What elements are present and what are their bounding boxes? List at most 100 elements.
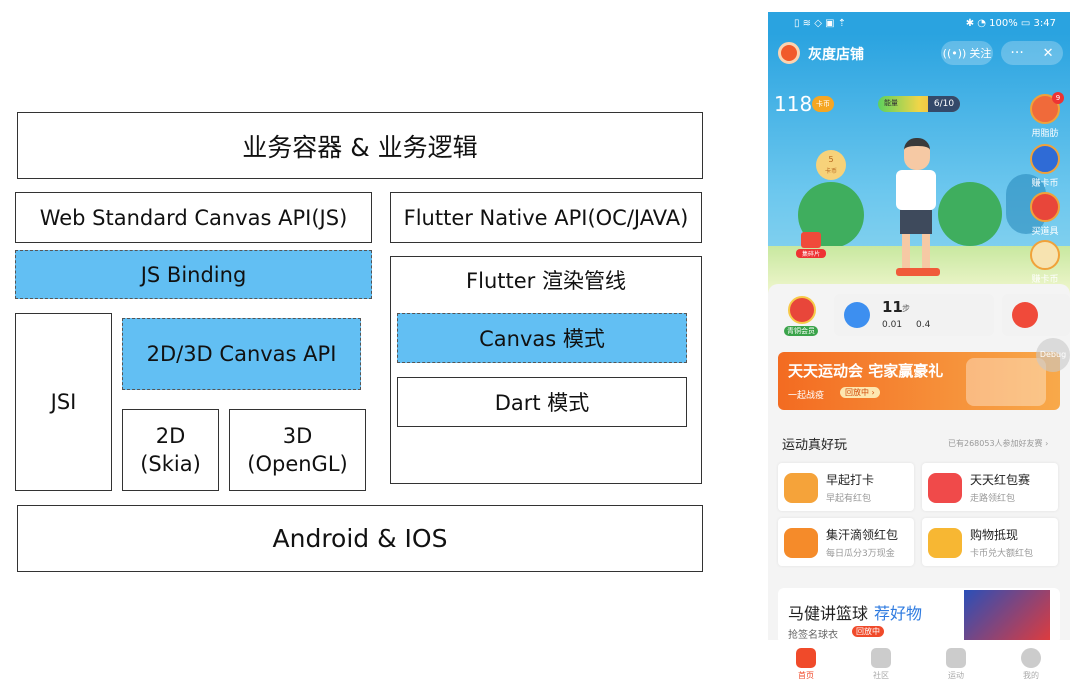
promo-subtitle: 一起战疫 bbox=[788, 391, 825, 401]
pending-coin-num: 5 bbox=[828, 155, 834, 164]
bottom-nav bbox=[768, 640, 1070, 684]
close-icon[interactable]: ✕ bbox=[1042, 45, 1054, 61]
nav-sport[interactable]: 运动 bbox=[926, 644, 986, 681]
skia-label-1: 2D bbox=[155, 424, 186, 448]
nav-mine-label: 我的 bbox=[1023, 671, 1039, 680]
steps-unit: 步 bbox=[902, 304, 910, 313]
game-card-daily-redpacket[interactable]: 天天红包赛 走路领红包 bbox=[922, 463, 1058, 511]
member-label: 青铜会员 bbox=[784, 326, 818, 336]
opengl-label-2: (OpenGL) bbox=[247, 452, 348, 476]
dart-mode-box: Dart 模式 bbox=[397, 377, 687, 427]
game-title: 早起打卡 bbox=[826, 473, 875, 487]
fat-burn-badge: 9 bbox=[1052, 92, 1064, 104]
business-layer-box: 业务容器 & 业务逻辑 bbox=[17, 112, 703, 179]
dart-mode-label: Dart 模式 bbox=[494, 391, 590, 415]
red-packet-icon bbox=[928, 473, 962, 503]
earn-coin-icon[interactable] bbox=[1030, 144, 1060, 174]
section-extra-link[interactable]: 已有268053人参加好友赛 › bbox=[948, 439, 1049, 448]
opengl-label-1: 3D bbox=[282, 424, 313, 448]
game-title: 集汗滴领红包 bbox=[826, 528, 899, 542]
sweat-bag-icon bbox=[784, 528, 818, 558]
follow-label: 关注 bbox=[969, 47, 992, 60]
skia-label-2: (Skia) bbox=[140, 452, 201, 476]
heart-icon bbox=[946, 648, 966, 668]
promo-tag[interactable]: 回放中 › bbox=[840, 387, 880, 398]
more-icon[interactable]: ··· bbox=[1010, 45, 1024, 61]
shop-items-icon[interactable] bbox=[1030, 192, 1060, 222]
home-icon bbox=[796, 648, 816, 668]
basketball-banner[interactable]: 马健讲篮球 荐好物 抢签名球衣 回放中 bbox=[778, 588, 1060, 644]
banner-title: 马健讲篮球 bbox=[788, 604, 869, 623]
side-label-2[interactable]: 买道具 bbox=[1031, 227, 1059, 237]
nav-community-label: 社区 bbox=[873, 671, 889, 680]
game-card-sweat-redpacket[interactable]: 集汗滴领红包 每日瓜分3万现金 bbox=[778, 518, 914, 566]
steps-count: 11 bbox=[882, 298, 903, 316]
game-title: 天天红包赛 bbox=[970, 473, 1031, 487]
hero-area: 灰度店铺 ((•)) 关注 ··· ✕ 118 卡币 能量 6/10 bbox=[768, 34, 1070, 296]
promo-banner[interactable]: 天天运动会 宅家赢豪礼 一起战疫 回放中 › bbox=[778, 352, 1060, 410]
debug-button[interactable]: Debug bbox=[1036, 338, 1070, 372]
treadmill-icon bbox=[966, 358, 1046, 406]
banner-tag[interactable]: 回放中 bbox=[852, 626, 884, 637]
energy-label: 能量 bbox=[884, 99, 898, 107]
shop-logo-icon[interactable] bbox=[778, 42, 800, 64]
game-card-early-checkin[interactable]: 早起打卡 早起有红包 bbox=[778, 463, 914, 511]
canvas-mode-label: Canvas 模式 bbox=[479, 327, 605, 351]
character-avatar[interactable] bbox=[892, 138, 940, 278]
phone-screen: ▯ ≋ ◇ ▣ ⇡ ✱ ◔ 100% ▭ 3:47 灰度店铺 ((•)) 关注 … bbox=[768, 12, 1070, 684]
tree-right-icon bbox=[938, 182, 1002, 246]
user-icon bbox=[1021, 648, 1041, 668]
gift-icon bbox=[801, 232, 821, 248]
business-layer-label: 业务容器 & 业务逻辑 bbox=[242, 132, 478, 162]
steps-kcal: 0.4 bbox=[916, 320, 931, 330]
nav-sport-label: 运动 bbox=[948, 671, 964, 680]
flutter-api-label: Flutter Native API(OC/JAVA) bbox=[403, 205, 689, 230]
platform-layer-box: Android & IOS bbox=[17, 505, 703, 572]
collect-fragments-label: 集碎片 bbox=[796, 249, 826, 258]
jsi-box: JSI bbox=[15, 313, 112, 491]
energy-value: 6/10 bbox=[928, 96, 960, 112]
footprint-icon bbox=[844, 302, 870, 328]
coin-count: 118 bbox=[774, 92, 813, 116]
skia-box: 2D (Skia) bbox=[122, 409, 219, 491]
game-subtitle: 每日瓜分3万现金 bbox=[826, 549, 895, 559]
alarm-clock-icon bbox=[784, 473, 818, 503]
jsi-label: JSI bbox=[50, 390, 77, 414]
broadcast-icon: ((•)) bbox=[942, 46, 967, 60]
collect-fragments-button[interactable]: 集碎片 bbox=[796, 232, 826, 260]
canvas-mode-box: Canvas 模式 bbox=[397, 313, 687, 363]
nav-mine[interactable]: 我的 bbox=[1001, 644, 1061, 681]
shop-name[interactable]: 灰度店铺 bbox=[808, 47, 864, 63]
follow-button[interactable]: ((•)) 关注 bbox=[941, 41, 993, 65]
game-subtitle: 卡币兑大额红包 bbox=[970, 549, 1034, 559]
pending-coin-label: 卡币 bbox=[824, 168, 837, 175]
canvas-api-label: 2D/3D Canvas API bbox=[146, 342, 337, 366]
banner-subtitle: 抢签名球衣 bbox=[788, 630, 838, 641]
pending-coin-bubble[interactable]: 5 卡币 bbox=[816, 150, 846, 180]
status-icons-left: ▯ ≋ ◇ ▣ ⇡ bbox=[794, 17, 847, 29]
banner-highlight: 荐好物 bbox=[874, 604, 923, 623]
running-icon bbox=[1012, 302, 1038, 328]
earn-coin-2-icon[interactable] bbox=[1030, 240, 1060, 270]
nav-home[interactable]: 首页 bbox=[776, 644, 836, 681]
flutter-pipeline-frame: Flutter 渲染管线 bbox=[390, 256, 702, 484]
canvas-api-box: 2D/3D Canvas API bbox=[122, 318, 361, 390]
flutter-pipeline-label: Flutter 渲染管线 bbox=[466, 269, 626, 293]
js-binding-box: JS Binding bbox=[15, 250, 372, 299]
run-card[interactable] bbox=[1002, 294, 1070, 336]
web-api-box: Web Standard Canvas API(JS) bbox=[15, 192, 372, 243]
steps-card[interactable]: 11 步 0.01 0.4 bbox=[834, 294, 994, 336]
member-avatar[interactable] bbox=[788, 296, 816, 324]
side-label-3[interactable]: 赚卡币 bbox=[1031, 275, 1059, 285]
game-card-shopping-discount[interactable]: 购物抵现 卡币兑大额红包 bbox=[922, 518, 1058, 566]
opengl-box: 3D (OpenGL) bbox=[229, 409, 366, 491]
promo-title: 天天运动会 宅家赢豪礼 bbox=[788, 362, 944, 380]
chat-icon bbox=[871, 648, 891, 668]
platform-layer-label: Android & IOS bbox=[272, 524, 448, 553]
side-label-0[interactable]: 用脂肪 bbox=[1031, 129, 1059, 139]
js-binding-label: JS Binding bbox=[140, 262, 247, 287]
host-portrait-icon bbox=[964, 590, 1050, 644]
nav-community[interactable]: 社区 bbox=[851, 644, 911, 681]
capsule-menu: ··· ✕ bbox=[1001, 41, 1063, 65]
side-label-1[interactable]: 赚卡币 bbox=[1031, 179, 1059, 189]
